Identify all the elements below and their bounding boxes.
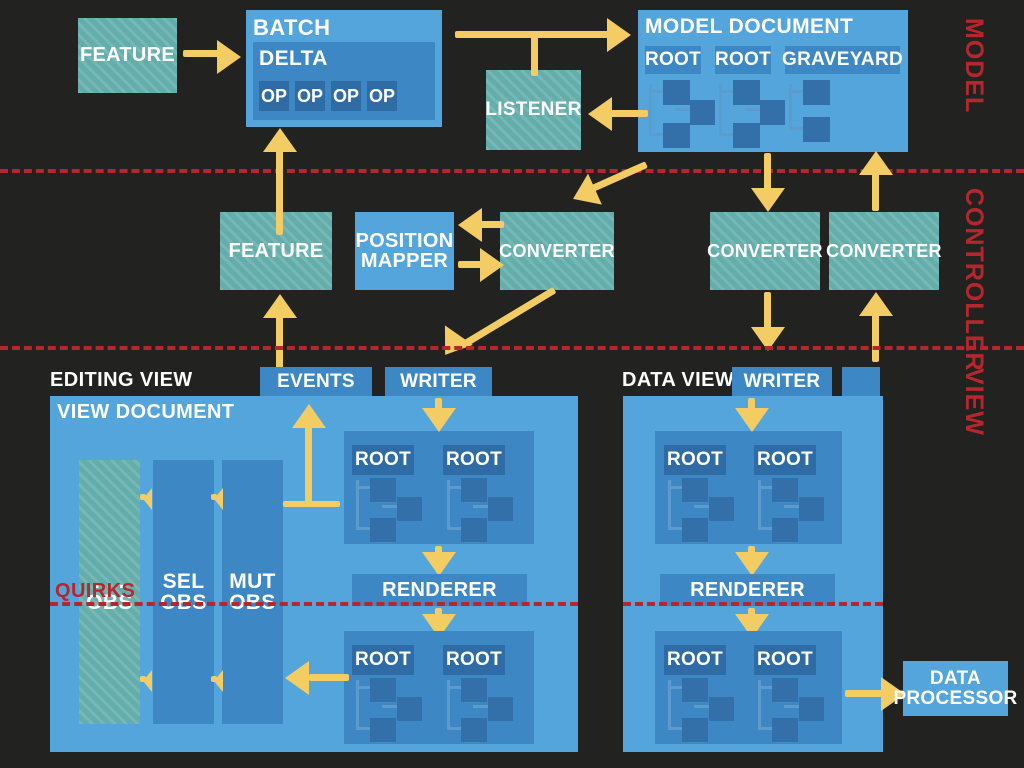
data-dom-root-label: ROOT (754, 645, 816, 675)
data-dom-root-tree (754, 678, 844, 742)
separator-controller-view (0, 346, 1024, 350)
observer-line1: MUT (229, 569, 276, 593)
op-list: OP OP OP OP (259, 81, 397, 111)
data-processor-line1: DATA (929, 668, 982, 690)
dom-root-label: ROOT (352, 645, 414, 675)
data-processor-line2: PROCESSOR (893, 687, 1018, 709)
op-item: OP (367, 81, 397, 111)
data-view-title: DATA VIEW (622, 369, 735, 391)
op-item: OP (331, 81, 361, 111)
model-feature-box: FEATURE (78, 18, 177, 93)
data-view-root-label: ROOT (664, 445, 726, 475)
data-dom-root-label: ROOT (664, 645, 726, 675)
op-item: OP (259, 81, 289, 111)
data-view-root-tree (754, 478, 844, 542)
view-root-label: ROOT (443, 445, 505, 475)
converter-data-up-box: CONVERTER (826, 212, 942, 290)
dom-root-tree (443, 678, 533, 742)
editing-view-title: EDITING VIEW (50, 369, 193, 391)
model-root-label: ROOT (715, 46, 771, 74)
observer-box: SEL OBS (153, 460, 214, 724)
position-mapper-line1: POSITION (355, 229, 454, 252)
position-mapper-line2: MAPPER (360, 250, 449, 272)
op-item: OP (295, 81, 325, 111)
graveyard-tree (785, 78, 875, 146)
data-processor-box: DATA PROCESSOR (893, 661, 1017, 716)
view-root-tree (352, 478, 442, 542)
editing-renderer-box: RENDERER (352, 574, 527, 606)
converter-editing-box: CONVERTER (499, 212, 615, 290)
model-root-tree (715, 78, 805, 148)
separator-model-controller (0, 169, 1024, 173)
editing-events-box: EVENTS (260, 367, 372, 396)
view-root-label: ROOT (352, 445, 414, 475)
observer-box: . . . OBS (79, 460, 140, 724)
data-view-root-tree (664, 478, 754, 542)
observer-line1: . . . (94, 569, 125, 593)
dom-root-label: ROOT (443, 645, 505, 675)
view-root-tree (443, 478, 533, 542)
delta-title: DELTA (259, 47, 328, 70)
observer-line1: SEL (162, 569, 205, 593)
separator-quirks-data (623, 602, 883, 606)
converter-data-down-box: CONVERTER (707, 212, 823, 290)
graveyard-label: GRAVEYARD (782, 46, 903, 74)
model-root-label: ROOT (645, 46, 701, 74)
data-dom-root-tree (664, 678, 754, 742)
data-view-extra-box (842, 367, 880, 396)
layer-label-controller: CONTROLLER (960, 188, 988, 372)
model-root-tree (645, 78, 735, 148)
data-writer-box: WRITER (732, 367, 832, 396)
layer-label-model: MODEL (960, 18, 988, 114)
listener-box: LISTENER (485, 70, 581, 150)
view-document-title: VIEW DOCUMENT (57, 401, 235, 423)
dom-root-tree (352, 678, 442, 742)
position-mapper-box: POSITION MAPPER (355, 212, 454, 290)
editing-writer-box: WRITER (385, 367, 492, 396)
data-renderer-box: RENDERER (660, 574, 835, 606)
separator-quirks (50, 602, 578, 606)
model-document-title: MODEL DOCUMENT (645, 15, 854, 38)
layer-label-view: VIEW (960, 368, 988, 436)
quirks-label: QUIRKS (55, 580, 136, 602)
data-view-root-label: ROOT (754, 445, 816, 475)
batch-title: BATCH (253, 15, 331, 40)
observer-box: MUT OBS (222, 460, 283, 724)
